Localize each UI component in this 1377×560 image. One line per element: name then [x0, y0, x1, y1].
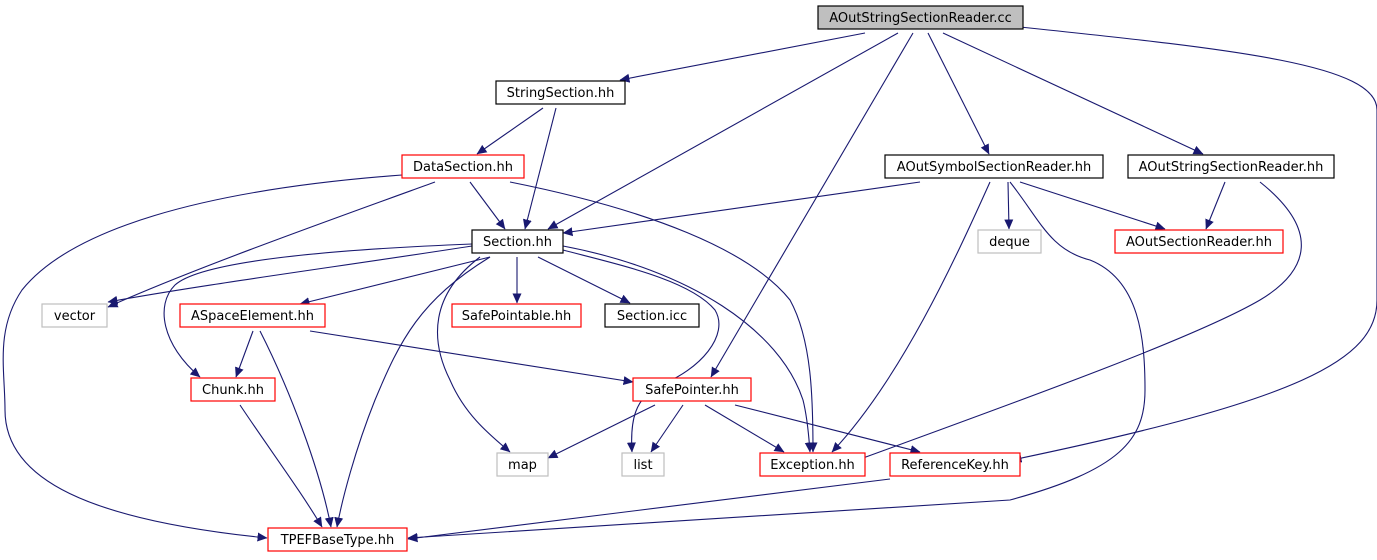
- node-list: list: [621, 452, 665, 477]
- edge-stringsection-to-section: [522, 107, 557, 230]
- node-box: [604, 303, 700, 328]
- edge-aoutstringhh-to-exception: [851, 181, 1302, 463]
- edge-section-to-map: [436, 256, 511, 453]
- edge-aoutsymbol-to-section: [562, 181, 921, 237]
- node-box: [267, 527, 408, 552]
- node-label: DataSection.hh: [413, 160, 513, 175]
- node-aoutsectionreader[interactable]: AOutSectionReader.hh: [1114, 229, 1284, 254]
- node-aspaceelement[interactable]: ASpaceElement.hh: [179, 303, 326, 328]
- node-datasection[interactable]: DataSection.hh: [401, 154, 525, 179]
- edge-safepointer-to-map: [547, 404, 656, 459]
- edge-aspaceelement-to-chunk: [235, 330, 254, 378]
- node-referencekey[interactable]: ReferenceKey.hh: [889, 452, 1021, 477]
- node-label: Section.hh: [483, 235, 552, 250]
- node-label: Exception.hh: [770, 458, 855, 473]
- edge-safepointer-to-exception: [704, 404, 785, 453]
- node-label: Section.icc: [617, 309, 687, 324]
- edge-section-to-vector: [107, 245, 473, 305]
- edge-aoutsymbol-to-exception: [831, 181, 991, 453]
- node-box: [884, 154, 1104, 179]
- edge-datasection-to-section: [469, 181, 506, 230]
- node-label: deque: [989, 235, 1030, 250]
- node-tpefbasetype[interactable]: TPEFBaseType.hh: [267, 527, 408, 552]
- node-label: StringSection.hh: [507, 86, 615, 101]
- edge-section-to-exception: [562, 245, 814, 453]
- node-label: TPEFBaseType.hh: [280, 533, 395, 548]
- node-box: [759, 452, 866, 477]
- node-exception[interactable]: Exception.hh: [759, 452, 866, 477]
- node-label: Chunk.hh: [202, 383, 264, 398]
- node-label: list: [633, 458, 652, 473]
- edge-root-to-aoutstringhh: [942, 32, 1204, 155]
- node-box: [495, 80, 626, 105]
- node-box: [977, 229, 1042, 254]
- edge-aspaceelement-to-tpefbasetype: [259, 330, 334, 528]
- node-vector: vector: [41, 303, 108, 328]
- node-box: [889, 452, 1021, 477]
- edges-layer: [2, 26, 1377, 543]
- node-safepointer[interactable]: SafePointer.hh: [632, 377, 752, 402]
- edge-datasection-to-vector: [107, 181, 436, 308]
- nodes-layer: AOutStringSectionReader.ccStringSection.…: [41, 5, 1335, 552]
- edge-section-to-tpefbasetype: [334, 256, 491, 528]
- node-chunk[interactable]: Chunk.hh: [190, 377, 276, 402]
- edge-chunk-to-tpefbasetype: [239, 404, 323, 528]
- edge-safepointer-to-list: [650, 404, 684, 453]
- edge-aspaceelement-to-safepointer: [309, 330, 634, 385]
- node-deque: deque: [977, 229, 1042, 254]
- edge-aoutsymbol-to-aoutsectionreader: [1019, 181, 1166, 231]
- edge-root-to-referencekey: [1011, 26, 1377, 463]
- node-section[interactable]: Section.hh: [471, 229, 564, 254]
- node-box: [1127, 154, 1335, 179]
- node-label: SafePointer.hh: [645, 383, 739, 398]
- node-box: [621, 452, 665, 477]
- edge-section-to-chunk: [163, 243, 473, 378]
- node-box: [451, 303, 582, 328]
- node-label: AOutSymbolSectionReader.hh: [897, 160, 1091, 175]
- edge-safepointer-to-referencekey: [734, 404, 921, 455]
- edge-stringsection-to-datasection: [476, 107, 544, 155]
- node-box: [496, 452, 549, 477]
- node-label: SafePointable.hh: [462, 309, 572, 324]
- node-box: [401, 154, 525, 179]
- edge-datasection-to-tpefbasetype: [2, 174, 403, 542]
- edge-section-to-sectionicc: [537, 256, 631, 304]
- node-stringsection[interactable]: StringSection.hh: [495, 80, 626, 105]
- node-box: [179, 303, 326, 328]
- node-sectionicc[interactable]: Section.icc: [604, 303, 700, 328]
- edge-root-to-section: [547, 32, 899, 230]
- edge-aoutsymbol-to-tpefbasetype: [407, 181, 1146, 542]
- node-box: [1114, 229, 1284, 254]
- node-box: [632, 377, 752, 402]
- edge-section-to-aspaceelement: [299, 256, 491, 307]
- node-box: [471, 229, 564, 254]
- edge-root-to-aoutsymbol: [927, 32, 990, 155]
- edge-root-to-stringsection: [619, 32, 866, 83]
- edge-root-to-safepointer: [710, 32, 914, 378]
- node-label: map: [508, 458, 537, 473]
- node-label: ReferenceKey.hh: [901, 458, 1009, 473]
- node-safepointable[interactable]: SafePointable.hh: [451, 303, 582, 328]
- node-root[interactable]: AOutStringSectionReader.cc: [817, 5, 1024, 30]
- node-aoutstringhh[interactable]: AOutStringSectionReader.hh: [1127, 154, 1335, 179]
- edge-aoutstringhh-to-aoutsectionreader: [1205, 181, 1226, 230]
- edge-referencekey-to-tpefbasetype: [407, 478, 891, 543]
- node-label: AOutSectionReader.hh: [1126, 235, 1272, 250]
- node-aoutsymbol[interactable]: AOutSymbolSectionReader.hh: [884, 154, 1104, 179]
- edge-aoutsymbol-to-deque: [1004, 181, 1014, 230]
- node-map: map: [496, 452, 549, 477]
- node-box: [190, 377, 276, 402]
- edge-datasection-to-exception: [509, 181, 818, 453]
- node-label: ASpaceElement.hh: [191, 309, 314, 324]
- edge-section-to-list: [562, 249, 720, 453]
- node-label: AOutStringSectionReader.hh: [1139, 160, 1324, 175]
- node-label: vector: [54, 309, 96, 324]
- node-label: AOutStringSectionReader.cc: [829, 11, 1012, 26]
- node-box: [817, 5, 1024, 30]
- node-box: [41, 303, 108, 328]
